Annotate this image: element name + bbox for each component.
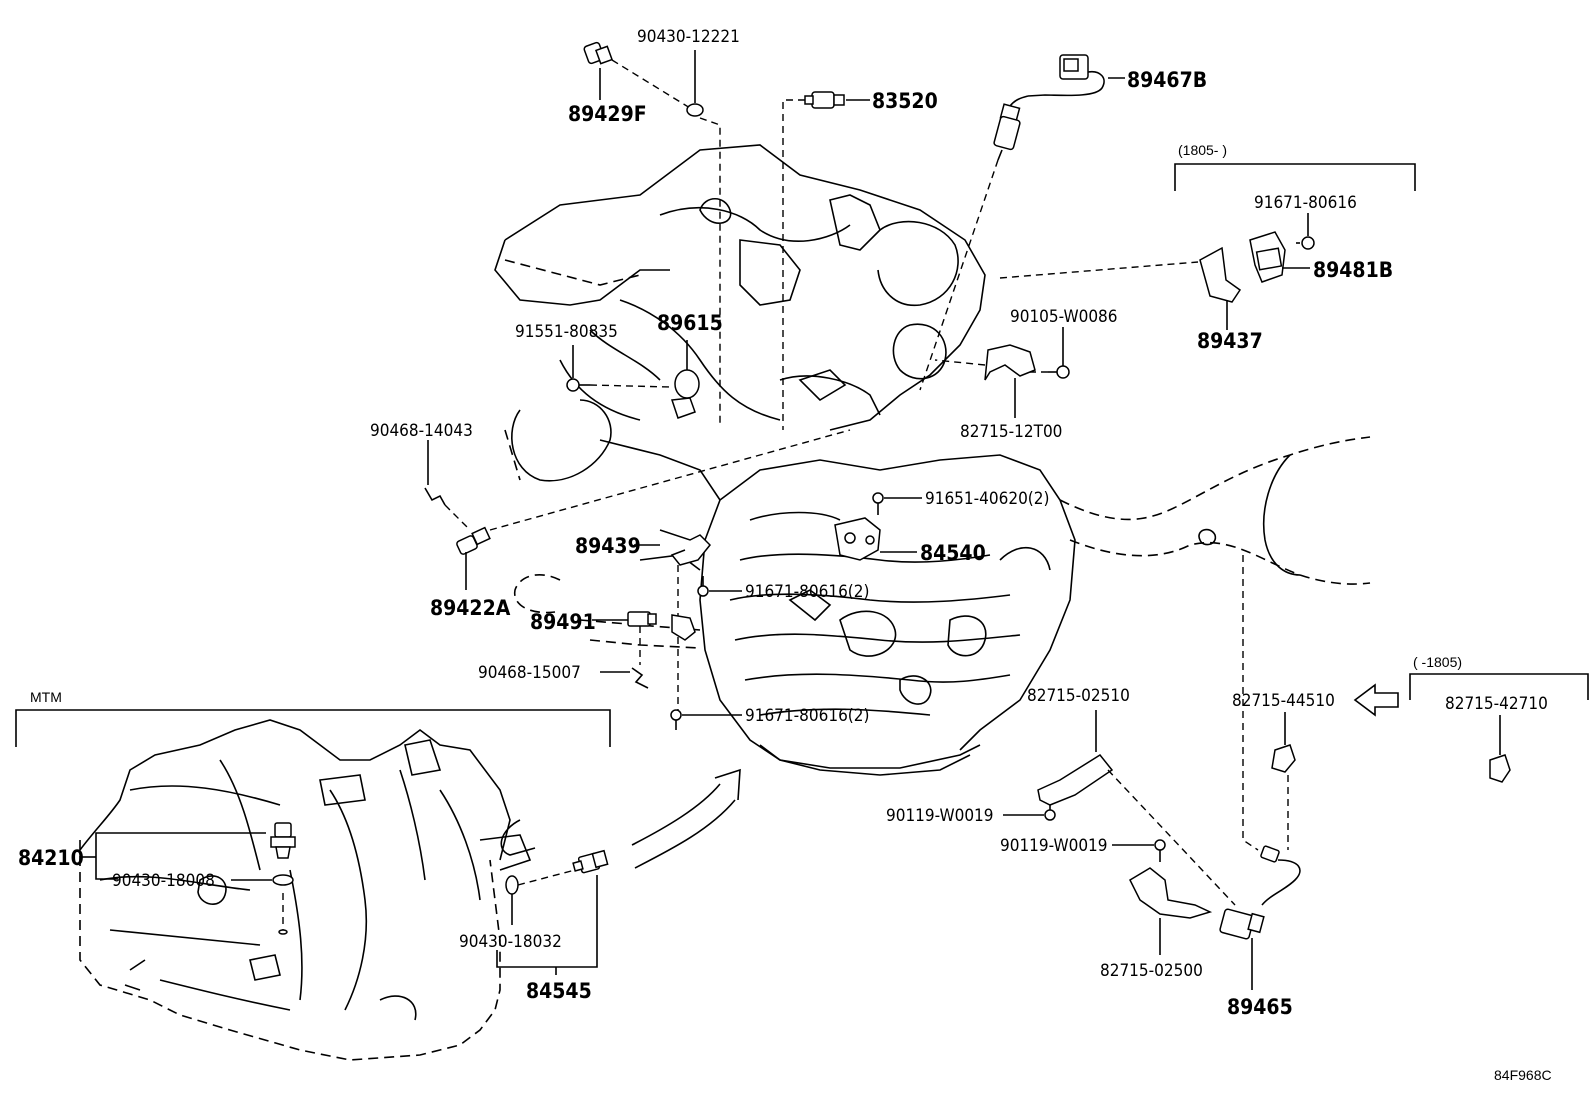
label-90430-12221: 90430-12221 bbox=[637, 27, 740, 47]
part-91671-80616-top: 91671-80616 bbox=[1254, 193, 1357, 250]
part-91651-40620: 91651-40620(2) bbox=[872, 489, 1049, 515]
part-82715-12T00: 82715-12T00 bbox=[934, 344, 1062, 442]
label-89465: 89465 bbox=[1227, 995, 1293, 1019]
group-to-1805: ( -1805) bbox=[1409, 654, 1589, 700]
part-84210: 84210 bbox=[18, 822, 296, 935]
part-91671-80616-mid: 91671-80616(2) bbox=[677, 565, 869, 720]
label-90430-18008: 90430-18008 bbox=[112, 871, 215, 891]
label-91671-80616-top: 91671-80616 bbox=[1254, 193, 1357, 213]
part-89615: 89615 bbox=[657, 311, 723, 419]
mtm-label: MTM bbox=[30, 689, 62, 705]
part-82715-44510: 82715-44510 bbox=[1232, 555, 1335, 851]
mtm-to-main-arrow bbox=[631, 768, 741, 869]
part-90430-12221: 90430-12221 bbox=[637, 27, 740, 117]
part-90430-18032: 90430-18032 bbox=[459, 869, 576, 952]
part-82715-02500: 82715-02500 bbox=[1100, 867, 1213, 981]
label-82715-12T00: 82715-12T00 bbox=[960, 422, 1062, 442]
label-91651-40620: 91651-40620(2) bbox=[925, 489, 1049, 509]
part-90430-18008: 90430-18008 bbox=[112, 871, 294, 891]
label-91551-80835: 91551-80835 bbox=[515, 322, 618, 342]
label-82715-02500: 82715-02500 bbox=[1100, 961, 1203, 981]
label-89481B: 89481B bbox=[1313, 258, 1393, 282]
part-83520: 83520 bbox=[782, 89, 938, 430]
part-90468-15007: 90468-15007 bbox=[478, 663, 649, 689]
label-82715-44510: 82715-44510 bbox=[1232, 691, 1335, 711]
label-89422A: 89422A bbox=[430, 596, 511, 620]
label-84210: 84210 bbox=[18, 846, 84, 870]
part-89465: 89465 bbox=[1219, 845, 1301, 1019]
label-91671-80616-mid: 91671-80616(2) bbox=[745, 582, 869, 602]
date-from-label: (1805- ) bbox=[1178, 142, 1227, 158]
part-89422A: 89422A bbox=[430, 429, 851, 620]
label-90468-15007: 90468-15007 bbox=[478, 663, 581, 683]
label-84540: 84540 bbox=[920, 541, 986, 565]
label-90119-W0019-b: 90119-W0019 bbox=[1000, 836, 1108, 856]
label-89437: 89437 bbox=[1197, 329, 1263, 353]
label-84545: 84545 bbox=[526, 979, 592, 1003]
part-90119-W0019-b: 90119-W0019 bbox=[1000, 836, 1166, 862]
label-82715-02510: 82715-02510 bbox=[1027, 686, 1130, 706]
label-90430-18032: 90430-18032 bbox=[459, 932, 562, 952]
diagram-id: 84F968C bbox=[1494, 1067, 1552, 1083]
part-89439: 89439 bbox=[575, 529, 712, 566]
part-84545: 84545 bbox=[496, 849, 609, 1003]
label-89429F: 89429F bbox=[568, 102, 647, 126]
label-82715-42710: 82715-42710 bbox=[1445, 694, 1548, 714]
main-transaxle-illustration bbox=[494, 144, 1371, 776]
label-89467B: 89467B bbox=[1127, 68, 1207, 92]
mtm-group: MTM bbox=[15, 689, 611, 1061]
part-89429F: 89429F bbox=[568, 41, 721, 425]
part-82715-42710: 82715-42710 bbox=[1445, 694, 1548, 783]
part-89481B: 89481B bbox=[1249, 231, 1393, 283]
part-90119-W0019-a: 90119-W0019 bbox=[886, 805, 1056, 826]
label-83520: 83520 bbox=[872, 89, 938, 113]
part-89437: 89437 bbox=[999, 246, 1263, 353]
alternative-arrow bbox=[1353, 683, 1399, 717]
label-90119-W0019-a: 90119-W0019 bbox=[886, 806, 994, 826]
date-to-label: ( -1805) bbox=[1413, 654, 1462, 670]
part-91551-80835: 91551-80835 bbox=[515, 322, 671, 392]
label-89439: 89439 bbox=[575, 534, 641, 558]
label-91671-80616-low: 91671-80616(2) bbox=[745, 706, 869, 726]
part-84540: 84540 bbox=[834, 517, 986, 565]
label-90468-14043: 90468-14043 bbox=[370, 421, 473, 441]
part-82715-02510: 82715-02510 bbox=[1027, 686, 1236, 906]
label-89615: 89615 bbox=[657, 311, 723, 335]
part-89467B: 89467B bbox=[919, 54, 1207, 391]
part-90105-W0086: 90105-W0086 bbox=[1010, 307, 1118, 379]
part-90468-14043: 90468-14043 bbox=[370, 421, 473, 531]
group-from-1805: (1805- ) bbox=[1174, 142, 1416, 191]
part-89491: 89491 bbox=[530, 610, 696, 665]
label-89491: 89491 bbox=[530, 610, 596, 634]
label-90105-W0086: 90105-W0086 bbox=[1010, 307, 1118, 327]
part-91671-80616-low: 91671-80616(2) bbox=[670, 706, 869, 730]
